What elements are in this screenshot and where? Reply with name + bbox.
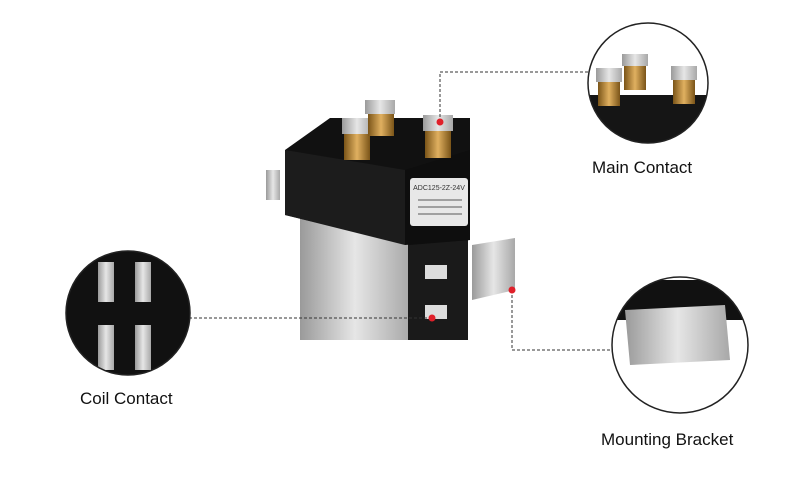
main-contact-label: Main Contact — [592, 158, 693, 177]
contactor-product: ADC125-2Z-24V — [266, 100, 515, 340]
mounting-bracket-leader — [511, 290, 612, 351]
leader-lines — [190, 71, 612, 351]
main-contact-detail — [588, 23, 708, 143]
coil-contact-detail — [66, 251, 190, 375]
coil-contact-marker — [428, 314, 436, 322]
main-contact-leader — [439, 71, 588, 122]
coil-contact-label: Coil Contact — [80, 389, 173, 408]
model-label: ADC125-2Z-24V — [413, 185, 465, 192]
main-contact-marker — [436, 118, 444, 126]
mounting-bracket-label: Mounting Bracket — [601, 430, 734, 449]
mounting-bracket — [472, 238, 515, 300]
mounting-bracket-detail — [612, 277, 748, 413]
mounting-bracket-marker — [508, 286, 516, 294]
